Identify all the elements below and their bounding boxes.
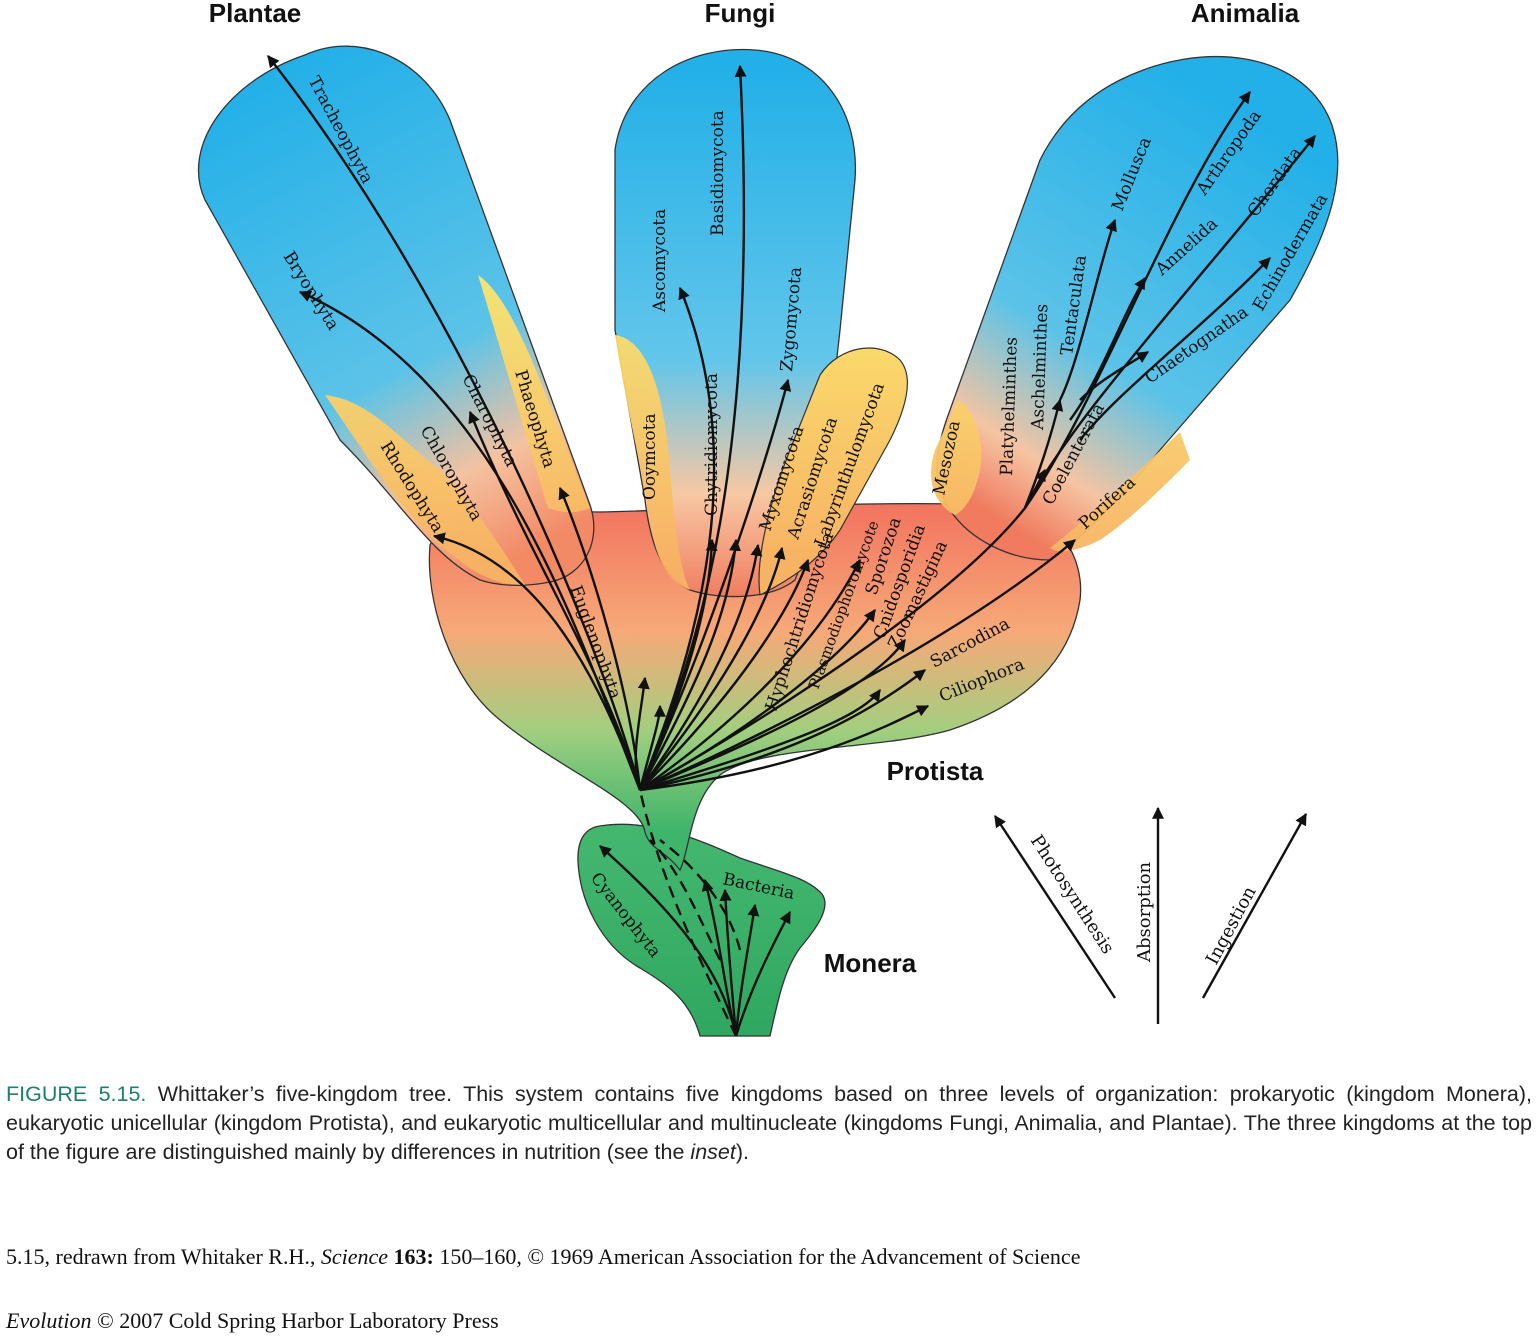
figure-number: FIGURE 5.15.	[6, 1082, 147, 1106]
plantae-yellow-band-left	[325, 395, 525, 585]
monera-region	[577, 823, 826, 1037]
inset-photosynthesis-label: Photosynthesis	[1026, 831, 1118, 958]
plantae-region	[197, 45, 595, 586]
kingdom-label-plantae: Plantae	[209, 0, 302, 28]
fungi-yellow-band	[615, 335, 690, 590]
copyright-text: © 2007 Cold Spring Harbor Laboratory Pre…	[97, 1308, 499, 1333]
phylum-ascomycota: Ascomycota	[650, 209, 670, 313]
kingdom-label-protista: Protista	[887, 756, 984, 786]
inset-absorption-label: Absorption	[1134, 861, 1155, 963]
caption-inset-word: inset	[690, 1140, 736, 1164]
copyright-line: Evolution © 2007 Cold Spring Harbor Labo…	[6, 1308, 499, 1334]
kingdom-label-monera: Monera	[824, 948, 917, 978]
fungi-myxo-lobe	[758, 347, 908, 596]
phylum-aschelminthes: Aschelminthes	[1028, 304, 1052, 432]
five-kingdom-tree-diagram: Plantae Fungi Animalia Protista Monera T…	[197, 0, 1339, 1037]
caption-text-end: ).	[735, 1140, 749, 1164]
phylum-basidiomycota: Basidiomycota	[708, 110, 728, 236]
copyright-book-title: Evolution	[6, 1308, 92, 1333]
plantae-yellow-band-right	[478, 275, 590, 513]
inset-ingestion-label: Ingestion	[1202, 883, 1261, 969]
phylum-platyhelminthes: Platyhelminthes	[997, 337, 1022, 477]
kingdom-label-animalia: Animalia	[1191, 0, 1300, 28]
figure-credit: 5.15, redrawn from Whitaker R.H., Scienc…	[6, 1244, 1080, 1270]
credit-prefix: 5.15, redrawn from Whitaker R.H.,	[6, 1244, 316, 1269]
phylum-ooymcota: Ooymcota	[640, 413, 660, 500]
phylum-chytridiomycota: Chytridiomycota	[702, 373, 722, 516]
animalia-branches	[639, 91, 1316, 792]
plantae-branches	[267, 55, 666, 791]
caption-text: Whittaker’s five-kingdom tree. This syst…	[6, 1082, 1533, 1164]
credit-suffix: 150–160, © 1969 American Association for…	[439, 1244, 1081, 1269]
figure-caption: FIGURE 5.15. Whittaker’s five-kingdom tr…	[6, 1080, 1532, 1167]
fungi-branches	[638, 64, 810, 791]
credit-journal: Science	[320, 1244, 389, 1269]
animalia-mesozoa-band	[931, 400, 982, 515]
animalia-yellow-band-right	[1050, 432, 1190, 552]
nutrition-inset: Photosynthesis Absorption Ingestion	[993, 806, 1308, 1024]
monera-branches	[599, 789, 792, 1037]
credit-volume: 163:	[393, 1244, 434, 1269]
kingdom-label-fungi: Fungi	[705, 0, 776, 28]
